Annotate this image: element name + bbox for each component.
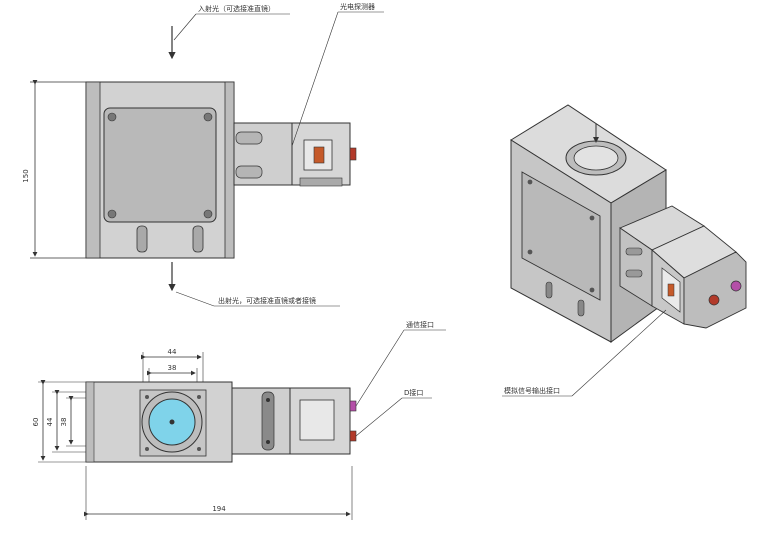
dim-44-side: 44 [46, 417, 54, 426]
iso-comm-port-knob [730, 280, 742, 292]
front-view: 150 入射光（可选接准直镜） 光电探测器 [22, 2, 384, 307]
screw-icon [107, 209, 117, 219]
label-output-light: 出射光，可选接准直镜或者接镜 [218, 296, 316, 305]
dim-38-top: 38 [168, 364, 177, 372]
front-plate [103, 107, 217, 223]
detector-window [313, 146, 325, 164]
iso-d-port-knob [708, 294, 720, 306]
screw-icon [203, 112, 213, 122]
screw-icon [203, 209, 213, 219]
label-photodetector: 光电探测器 [340, 2, 375, 11]
top-view: 44 38 60 44 38 [32, 320, 446, 520]
screw-icon [107, 112, 117, 122]
isometric-view: 模拟信号输出接口 [502, 104, 747, 397]
dim-60: 60 [32, 418, 40, 427]
label-analog-port: 模拟信号输出接口 [504, 386, 560, 395]
dim-150: 150 [22, 169, 30, 182]
label-comm-port: 通信接口 [406, 320, 434, 329]
label-d-port: D接口 [404, 388, 423, 397]
comm-port-knob [349, 400, 357, 412]
d-port-knob [349, 147, 357, 161]
dim-38-side: 38 [60, 418, 68, 427]
dim-44-top: 44 [168, 348, 177, 356]
d-port-knob [349, 430, 357, 442]
label-input-light: 入射光（可选接准直镜） [198, 4, 275, 13]
dim-194: 194 [212, 505, 226, 513]
